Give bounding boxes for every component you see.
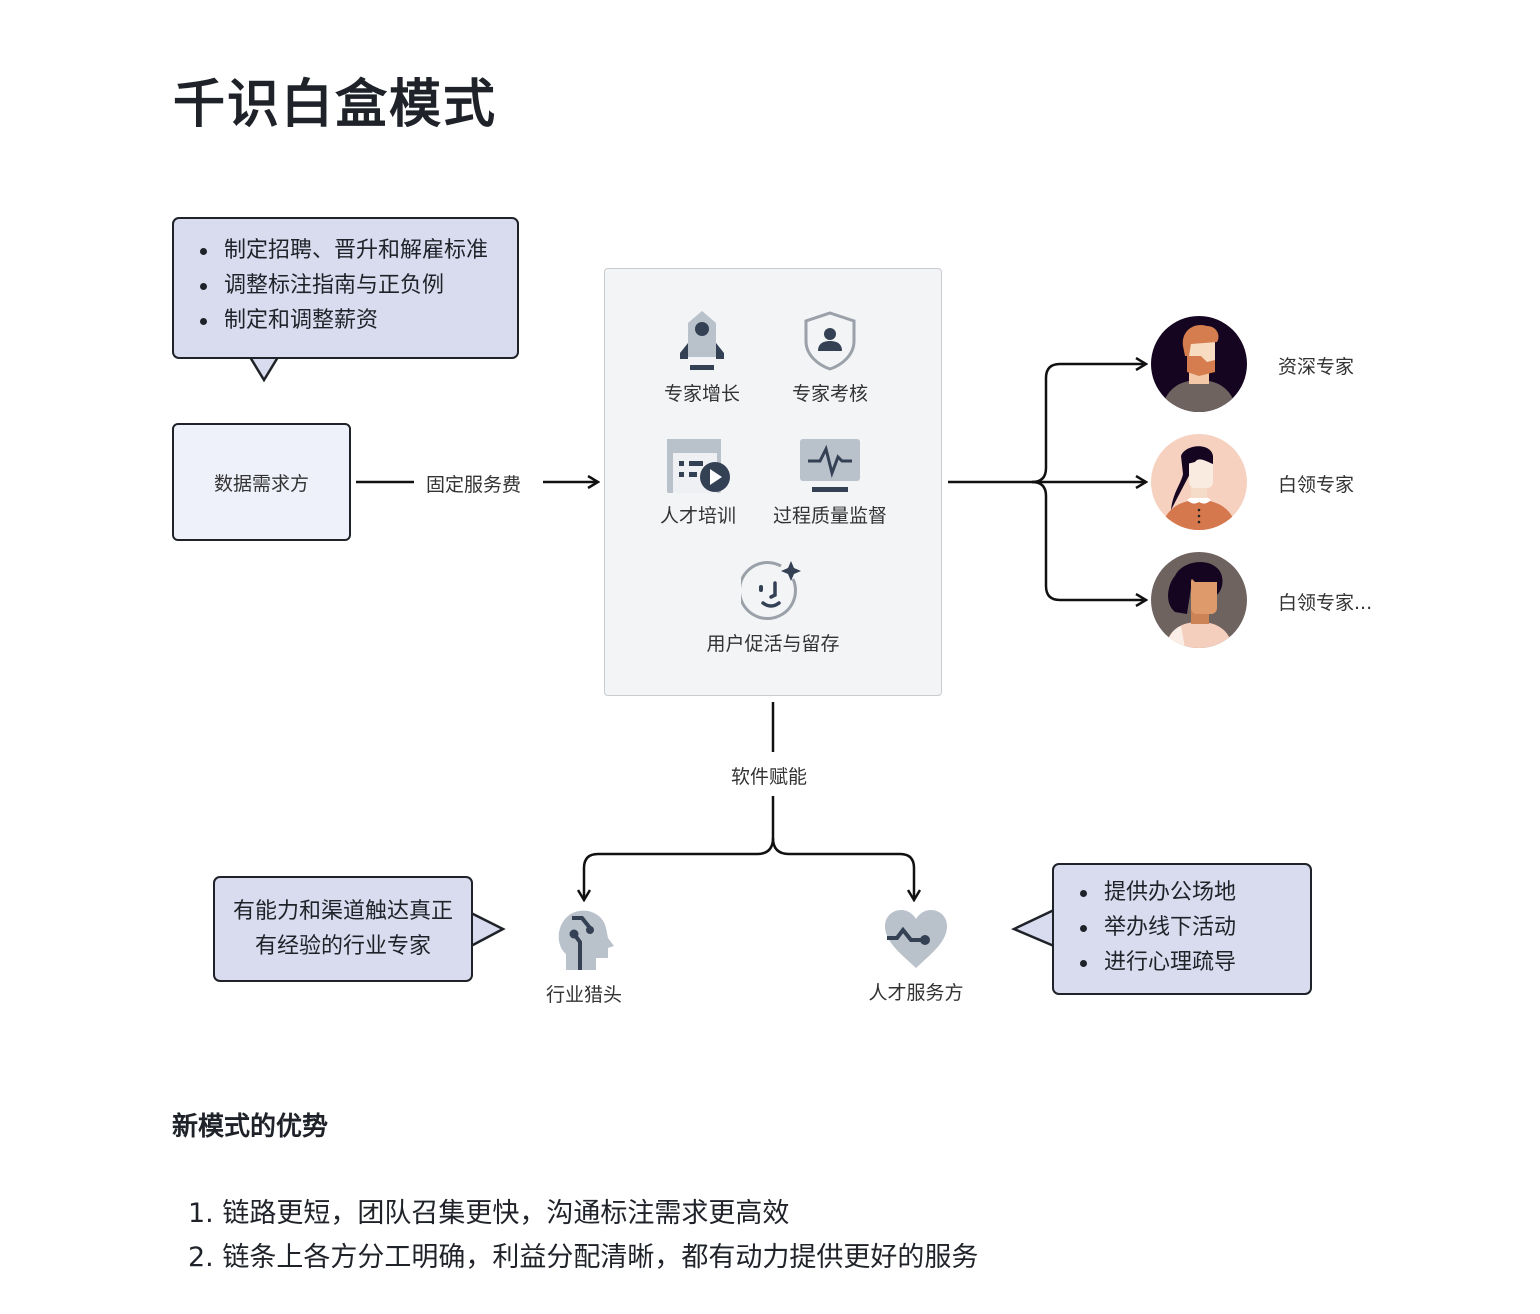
woman-collar-avatar[interactable] [1151,434,1247,530]
headhunter-callout: 有能力和渠道触达真正 有经验的行业专家 [213,876,473,982]
edge-to-headhunter [584,796,775,900]
talent-service-label: 人才服务方 [868,982,964,1004]
expert-label: 白领专家 [1278,474,1355,496]
demand-side-label: 数据需求方 [213,472,309,495]
callout-item: 制定招聘、晋升和解雇标准 [196,233,517,268]
edge-to-talent-service [771,837,914,900]
rules-callout: 制定招聘、晋升和解雇标准 调整标注指南与正负例 制定和调整薪资 [172,217,519,359]
feature-label: 用户促活与留存 [706,633,840,655]
advantages-heading: 新模式的优势 [172,1112,329,1142]
talent-service-callout: 提供办公场地 举办线下活动 进行心理疏导 [1052,863,1312,995]
advantages-list: 1. 链路更短，团队召集更快，沟通标注需求更高效 2. 链条上各方分工明确，利益… [188,1192,978,1280]
software-enablement-label: 软件赋能 [727,762,812,789]
woman-curly-avatar[interactable] [1151,552,1247,648]
page-title: 千识白盒模式 [173,75,498,135]
monitor-pulse-icon [800,439,860,492]
platform-box: 专家增长 专家考核 人才培训 过程质量监督 [604,268,942,696]
callout-item: 进行心理疏导 [1076,945,1310,980]
heart-pulse-icon [885,910,947,968]
head-circuit-icon [558,910,614,970]
callout-item: 调整标注指南与正负例 [196,268,517,303]
callout-line: 有经验的行业专家 [254,934,431,959]
fixed-fee-label: 固定服务费 [422,470,526,497]
edge-to-expert-3 [1031,480,1146,600]
feature-label: 过程质量监督 [772,505,887,527]
man-beard-avatar[interactable] [1151,316,1247,412]
feature-expert-review[interactable]: 专家考核 [755,309,905,406]
talent-service-node[interactable]: 人才服务方 [846,908,986,1005]
advantage-item: 2. 链条上各方分工明确，利益分配清晰，都有动力提供更好的服务 [188,1242,979,1273]
feature-expert-growth[interactable]: 专家增长 [627,309,777,406]
callout-item: 制定和调整薪资 [196,303,517,338]
feature-label: 人才培训 [659,505,736,527]
advantage-item: 1. 链路更短，团队召集更快，沟通标注需求更高效 [188,1198,790,1229]
rocket-icon [680,311,724,370]
feature-label: 专家考核 [791,383,868,405]
shield-user-icon [804,311,856,371]
headhunter-node[interactable]: 行业猎头 [514,908,654,1007]
feature-talent-training[interactable]: 人才培训 [623,437,773,528]
expert-label: 白领专家... [1278,592,1373,614]
video-training-icon [667,439,730,493]
feature-user-retention[interactable]: 用户促活与留存 [698,559,848,656]
demand-side-node[interactable]: 数据需求方 [172,423,351,541]
headhunter-label: 行业猎头 [545,984,622,1006]
feature-quality-supervision[interactable]: 过程质量监督 [755,437,905,528]
feature-label: 专家增长 [663,383,740,405]
callout-item: 举办线下活动 [1076,910,1310,945]
expert-label: 资深专家 [1278,356,1355,378]
callout-item: 提供办公场地 [1076,875,1310,910]
smile-sparkle-icon [741,561,801,620]
edge-platform-to-experts [948,364,1146,484]
callout-line: 有能力和渠道触达真正 [232,899,453,924]
